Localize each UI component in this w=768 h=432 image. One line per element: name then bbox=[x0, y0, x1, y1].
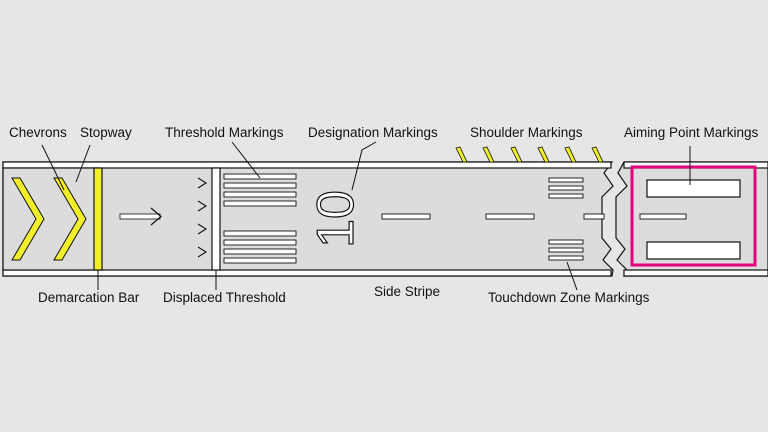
leader-threshold-markings bbox=[231, 141, 261, 179]
label-demarcation-bar: Demarcation Bar bbox=[38, 290, 140, 305]
leader-stopway bbox=[75, 144, 91, 183]
runway-right-segment bbox=[615, 161, 768, 277]
label-shoulder-markings: Shoulder Markings bbox=[470, 125, 583, 140]
label-stopway: Stopway bbox=[80, 125, 132, 140]
arrowheads bbox=[197, 177, 208, 258]
centerline-far bbox=[639, 213, 687, 220]
chevron-2 bbox=[53, 177, 87, 261]
aiming-point-marking-bottom bbox=[646, 241, 741, 260]
leader-chevrons bbox=[41, 144, 65, 191]
aiming-point-highlight bbox=[630, 165, 757, 267]
chevron-1 bbox=[11, 177, 45, 261]
aiming-point-marking-top bbox=[646, 179, 741, 198]
centerline bbox=[381, 213, 605, 220]
leader-touchdown-zone bbox=[566, 261, 578, 291]
threshold-bar bbox=[211, 167, 221, 271]
chevrons bbox=[11, 177, 87, 261]
designation-markings: 10 bbox=[306, 189, 365, 248]
displaced-threshold-arrow bbox=[119, 207, 162, 226]
side-stripe-bottom-far bbox=[623, 269, 768, 277]
label-chevrons: Chevrons bbox=[9, 125, 67, 140]
label-touchdown-zone-markings: Touchdown Zone Markings bbox=[488, 290, 650, 305]
runway-main-segment: 10 bbox=[2, 161, 614, 277]
label-aiming-point-markings: Aiming Point Markings bbox=[624, 125, 759, 140]
runway-designation-number: 10 bbox=[307, 190, 365, 248]
label-side-stripe: Side Stripe bbox=[374, 284, 440, 299]
label-threshold-markings: Threshold Markings bbox=[165, 125, 284, 140]
side-stripe-bottom bbox=[2, 269, 612, 277]
label-designation-markings: Designation Markings bbox=[308, 125, 438, 140]
leader-designation-markings bbox=[351, 141, 377, 191]
leader-lines bbox=[41, 141, 691, 291]
shoulder-markings bbox=[455, 146, 604, 163]
touchdown-zone-markings bbox=[548, 177, 584, 261]
label-displaced-threshold: Displaced Threshold bbox=[163, 290, 286, 305]
demarcation-bar bbox=[93, 167, 103, 271]
side-stripe-top bbox=[2, 161, 612, 169]
threshold-markings bbox=[223, 173, 297, 264]
